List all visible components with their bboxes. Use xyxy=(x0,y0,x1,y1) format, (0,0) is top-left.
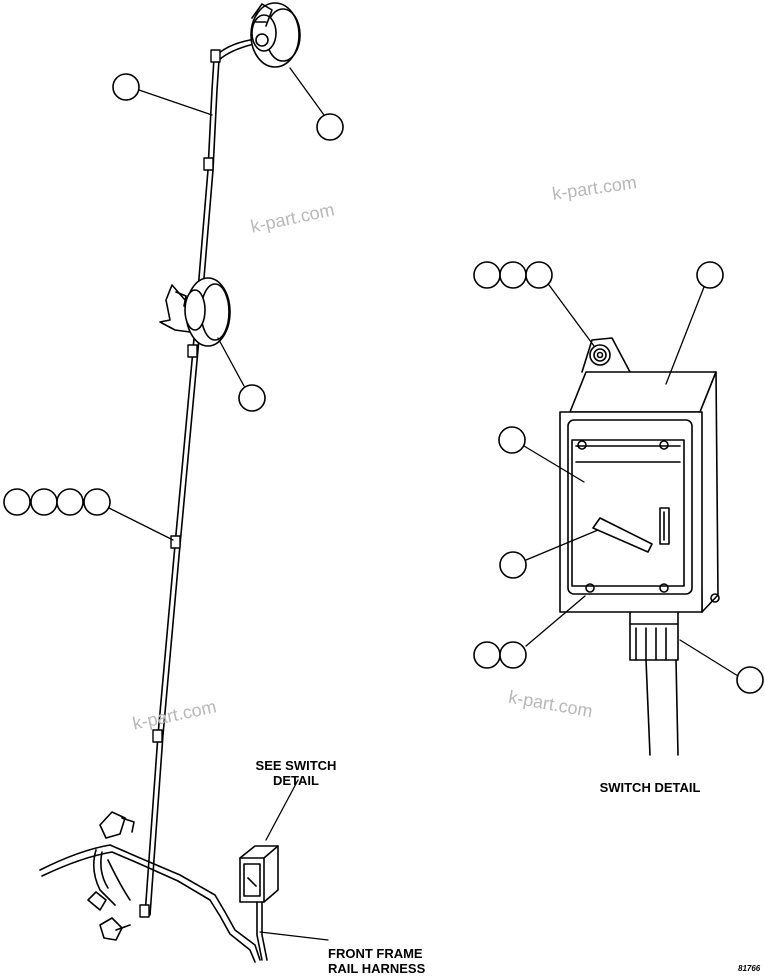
main-harness-wire xyxy=(144,39,255,916)
bottom-connectors xyxy=(39,811,261,963)
top-lamp xyxy=(250,2,301,68)
callout-circles-right xyxy=(473,261,764,694)
leader-lines-right xyxy=(523,284,739,677)
switch-detail-title: SWITCH DETAIL xyxy=(599,780,701,795)
see-switch-detail-label: SEE SWITCH DETAIL xyxy=(246,758,346,788)
harness-clips xyxy=(139,49,221,918)
see-switch-detail-line1: SEE SWITCH xyxy=(255,758,337,773)
leader-lines-left xyxy=(108,67,329,941)
front-frame-line2: RAIL HARNESS xyxy=(328,961,426,976)
switch-detail-drawing xyxy=(559,337,720,756)
front-frame-line1: FRONT FRAME xyxy=(328,946,423,961)
small-switch-box xyxy=(239,845,279,961)
see-switch-detail-line2: DETAIL xyxy=(273,773,319,788)
middle-lamp xyxy=(159,277,231,347)
front-frame-rail-harness-label: FRONT FRAME RAIL HARNESS xyxy=(328,946,443,976)
callout-circles-left xyxy=(3,73,344,516)
drawing-number: 81766 xyxy=(738,964,761,973)
